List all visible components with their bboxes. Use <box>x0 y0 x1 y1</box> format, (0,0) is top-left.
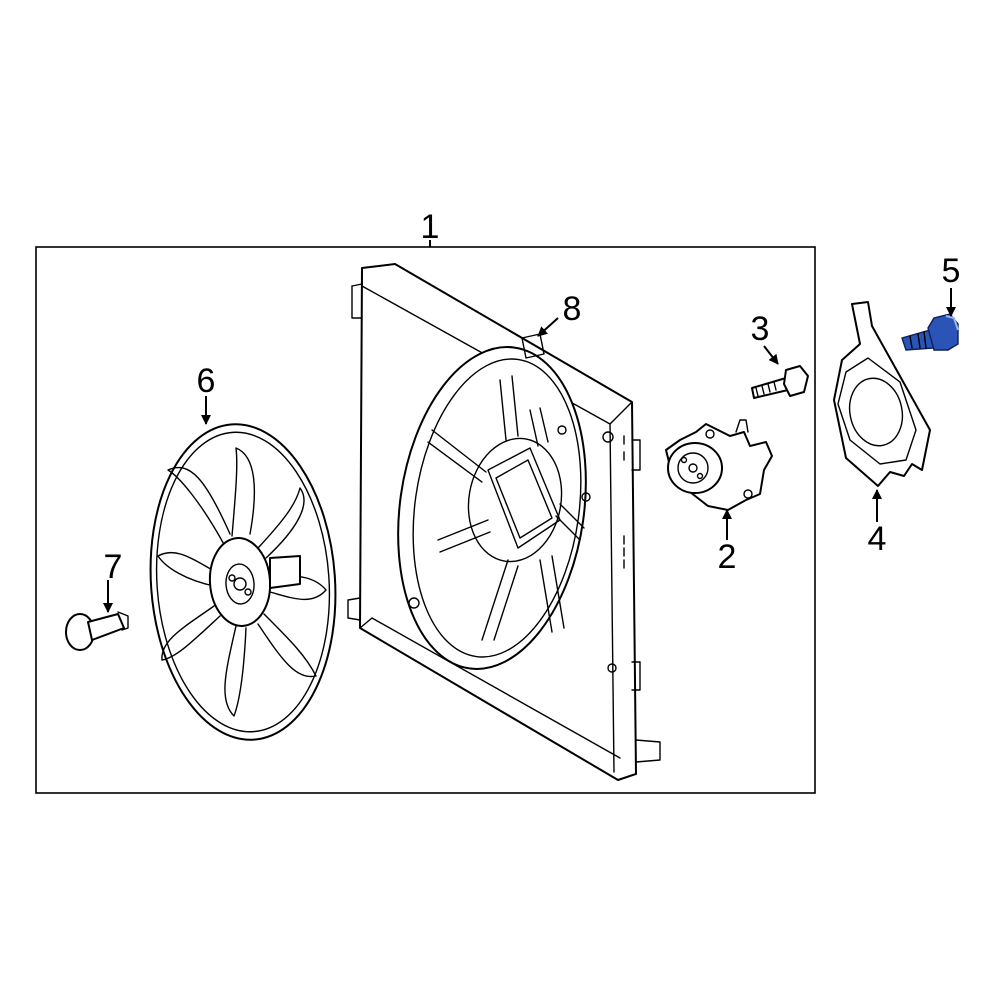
fan-shroud[interactable] <box>347 263 661 781</box>
leader-3 <box>763 345 779 365</box>
callout-8: 8 <box>563 290 582 328</box>
assembly-frame <box>35 246 816 794</box>
callout-7: 7 <box>104 548 123 586</box>
callout-1: 1 <box>421 208 440 246</box>
callout-5: 5 <box>942 252 961 290</box>
fan-motor[interactable] <box>665 419 773 511</box>
callout-4: 4 <box>868 520 887 558</box>
motor-bolt[interactable] <box>751 365 809 399</box>
clip-fastener[interactable] <box>65 611 129 651</box>
callout-2: 2 <box>718 538 737 576</box>
callout-6: 6 <box>197 362 216 400</box>
cover-plate[interactable] <box>833 301 931 487</box>
leader-8 <box>537 317 559 337</box>
fan-blade[interactable] <box>140 418 346 746</box>
highlighted-bolt[interactable] <box>901 313 959 351</box>
callout-3: 3 <box>751 310 770 348</box>
